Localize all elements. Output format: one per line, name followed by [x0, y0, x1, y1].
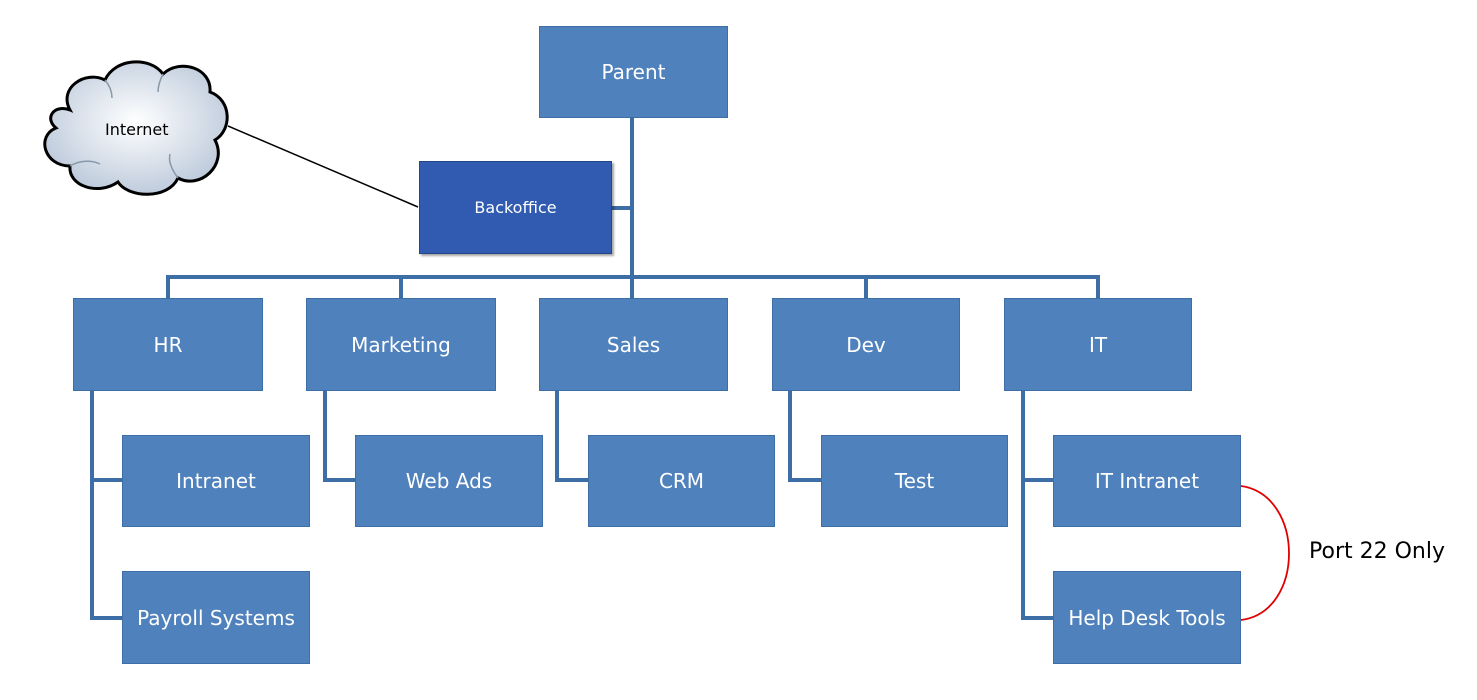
node-marketing[interactable]: Marketing: [306, 298, 496, 391]
node-it-intranet[interactable]: IT Intranet: [1053, 435, 1241, 527]
connector-it-children: [1021, 391, 1053, 620]
node-intranet[interactable]: Intranet: [122, 435, 310, 527]
port-22-annotation: Port 22 Only: [1309, 539, 1445, 564]
node-it[interactable]: IT: [1004, 298, 1192, 391]
connector-marketing-children: [323, 391, 355, 482]
node-backoffice[interactable]: Backoffice: [419, 161, 612, 254]
port-22-link: [1240, 485, 1290, 621]
node-payroll-systems[interactable]: Payroll Systems: [122, 571, 310, 664]
node-dev[interactable]: Dev: [772, 298, 960, 391]
node-test[interactable]: Test: [821, 435, 1008, 527]
node-crm[interactable]: CRM: [588, 435, 775, 527]
node-help-desk-tools[interactable]: Help Desk Tools: [1053, 571, 1241, 664]
node-sales[interactable]: Sales: [539, 298, 728, 391]
internet-link: [227, 125, 419, 208]
cloud-icon: [43, 60, 229, 196]
node-hr[interactable]: HR: [73, 298, 263, 391]
internet-label: Internet: [105, 120, 169, 139]
node-web-ads[interactable]: Web Ads: [355, 435, 543, 527]
connector-dev-children: [788, 391, 821, 482]
connector-sales-children: [555, 391, 588, 482]
node-parent[interactable]: Parent: [539, 26, 728, 118]
connector-hr-children: [90, 391, 122, 620]
